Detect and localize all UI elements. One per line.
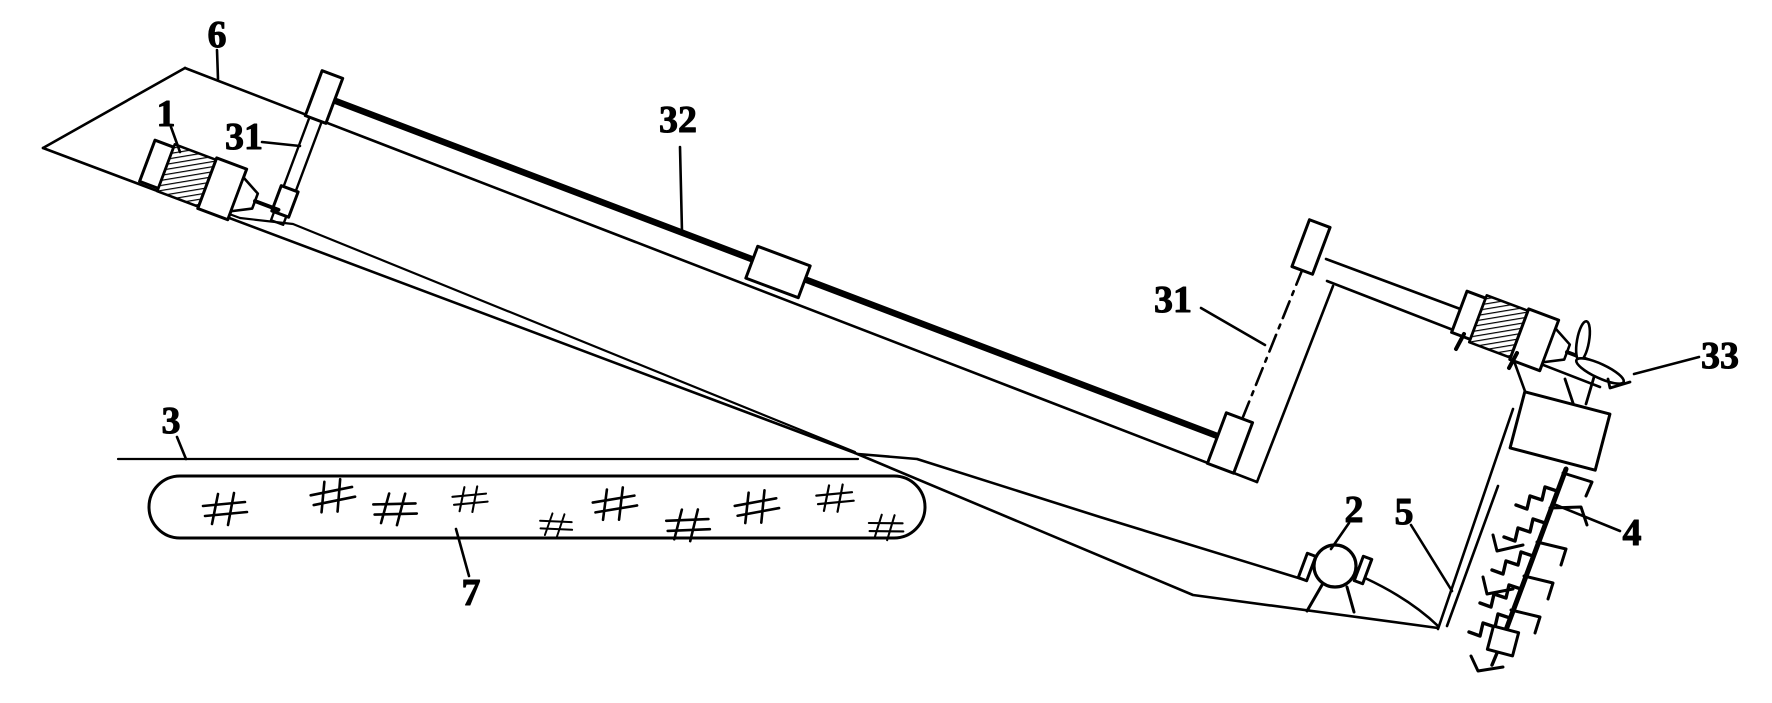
leader-31a (260, 140, 302, 148)
pump-body (1312, 543, 1358, 589)
pump (1296, 543, 1374, 614)
cutter-rack (1467, 466, 1594, 673)
part-label-31b: 31 (1154, 279, 1192, 321)
sediment-hash (732, 487, 782, 527)
sediment-hash (451, 485, 489, 514)
pump-leg (1305, 583, 1324, 613)
frame-hinge-block (1290, 218, 1332, 276)
capsule-outline (147, 474, 927, 540)
sediment-hash (537, 510, 576, 541)
guide-channel (1436, 407, 1515, 631)
pump-flange-right (1352, 554, 1374, 586)
frame-left-edge (1255, 284, 1335, 484)
leader-33 (1632, 355, 1701, 376)
propeller-blade-lower (1574, 357, 1626, 385)
leader-5 (1409, 523, 1454, 593)
propeller-blade-upper (1574, 319, 1592, 363)
pivot-axis-line (1241, 266, 1305, 419)
motor-foot (1454, 332, 1466, 351)
support-hook (1606, 377, 1632, 390)
chute-curve-line (1363, 576, 1440, 628)
part-label-5: 5 (1395, 491, 1414, 533)
part-label-32: 32 (659, 99, 697, 141)
sediment-hash (370, 490, 420, 528)
leader-1 (169, 125, 182, 154)
bracket-bottom-cap (270, 184, 300, 219)
leader-4 (1554, 503, 1622, 533)
rack-springs (1467, 485, 1559, 638)
discharge-chute (853, 451, 1440, 630)
propeller-support (1563, 375, 1596, 408)
leader-2 (1329, 521, 1351, 551)
part-label-4: 4 (1623, 512, 1642, 554)
rack-end-stub (1490, 651, 1499, 667)
pump-flange-left (1296, 551, 1318, 583)
rail-carriage (744, 244, 812, 300)
leader-6 (215, 48, 220, 81)
leader-32 (678, 145, 684, 234)
sediment-hash (815, 483, 855, 513)
sediment-hash (590, 485, 640, 523)
trough-top-edge (183, 66, 1259, 484)
channel-left-line (1436, 407, 1515, 631)
sediment-hash (201, 491, 249, 527)
part-label-1: 1 (157, 93, 176, 135)
chute-upper-line (856, 452, 1307, 582)
sediment-hash (308, 476, 358, 516)
leader-7 (454, 527, 471, 578)
motor-foot (1507, 351, 1519, 370)
part-label-31a: 31 (225, 116, 263, 158)
pump-leg (1345, 585, 1356, 614)
sediment-capsule (147, 474, 927, 544)
leader-31b (1199, 306, 1267, 347)
part-label-6: 6 (208, 14, 227, 56)
bracket-top-cap (303, 69, 345, 125)
trough-left-edge (41, 66, 187, 150)
channel-right-line (1445, 484, 1500, 628)
part-label-33: 33 (1701, 335, 1739, 377)
leader-3 (175, 435, 188, 461)
frame-right-edge (1512, 359, 1528, 396)
frame-top-edge (1324, 257, 1465, 312)
rail-end-bearing (1205, 411, 1255, 475)
part-label-3: 3 (162, 400, 181, 442)
part-label-2: 2 (1345, 489, 1364, 531)
part-label-7: 7 (462, 572, 481, 614)
chute-lower-line (853, 451, 1440, 630)
right-drive-motor (1447, 284, 1632, 408)
left-bracket (269, 69, 345, 226)
rack-bottom-hook (1469, 654, 1505, 673)
rack-end-block (1485, 624, 1521, 658)
digging-head-block (1508, 390, 1612, 472)
rack-shaft (1500, 466, 1569, 641)
